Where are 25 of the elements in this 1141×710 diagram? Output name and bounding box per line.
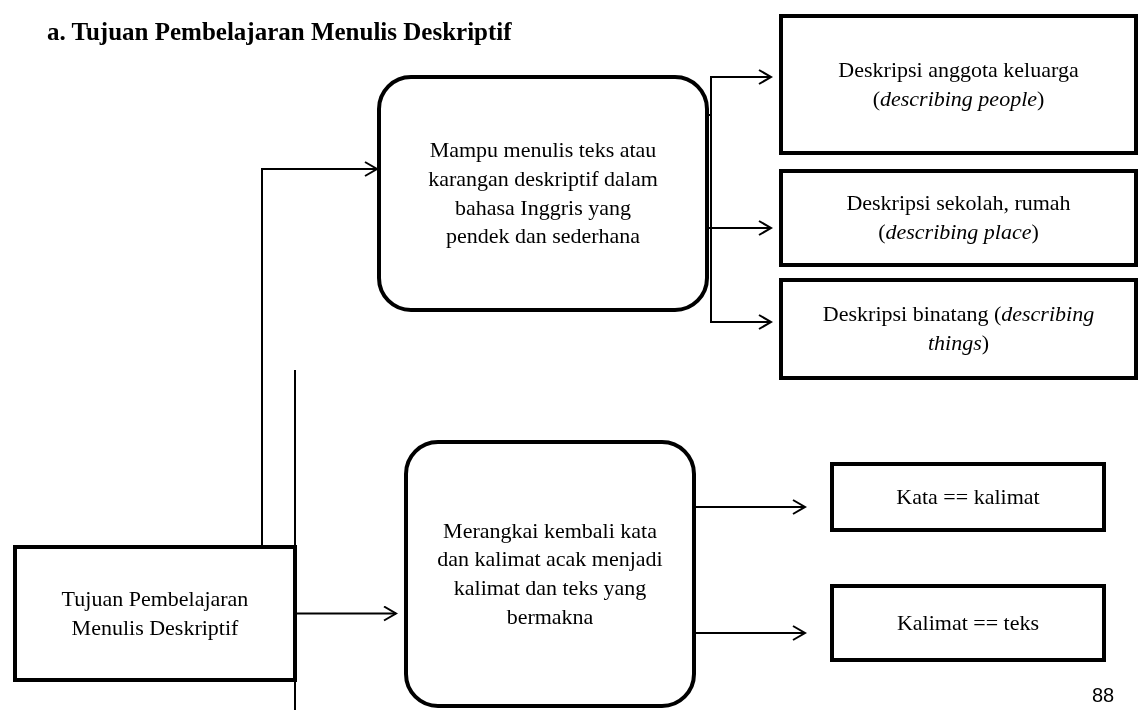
arrow <box>695 499 806 515</box>
process-box <box>779 14 1138 155</box>
arrow <box>708 220 772 236</box>
arrow <box>708 114 772 330</box>
page-number: 88 <box>1092 684 1115 707</box>
node-text: Mampu menulis teks atau karangan deskriptif dalam bahasa Inggris yang pendek dan sederhana <box>427 136 659 251</box>
arrow <box>708 69 772 116</box>
node-text: Deskripsi sekolah, rumah (describing place) <box>845 189 1072 246</box>
diagram-title: a. Tujuan Pembelajaran Menulis Deskriptif <box>47 18 512 46</box>
process-box <box>830 584 1106 662</box>
rounded-process-box <box>404 440 696 708</box>
process-box <box>13 545 297 682</box>
arrow <box>296 605 397 622</box>
node-text: Deskripsi binatang (describing things) <box>821 300 1096 357</box>
process-box <box>779 169 1138 267</box>
node-text: Tujuan Pembelajaran Menulis Deskriptif <box>60 584 250 642</box>
arrow <box>261 161 378 546</box>
node-text: Merangkai kembali kata dan kalimat acak menjadi kalimat dan teks yang bermakna <box>436 516 664 631</box>
process-box <box>779 278 1138 380</box>
rounded-process-box <box>377 75 709 312</box>
node-text: Kalimat == teks <box>896 608 1040 637</box>
node-text: Kata == kalimat <box>896 482 1040 511</box>
process-box <box>830 462 1106 532</box>
node-text: Deskripsi anggota keluarga (describing people) <box>837 55 1080 113</box>
arrow <box>695 625 806 641</box>
